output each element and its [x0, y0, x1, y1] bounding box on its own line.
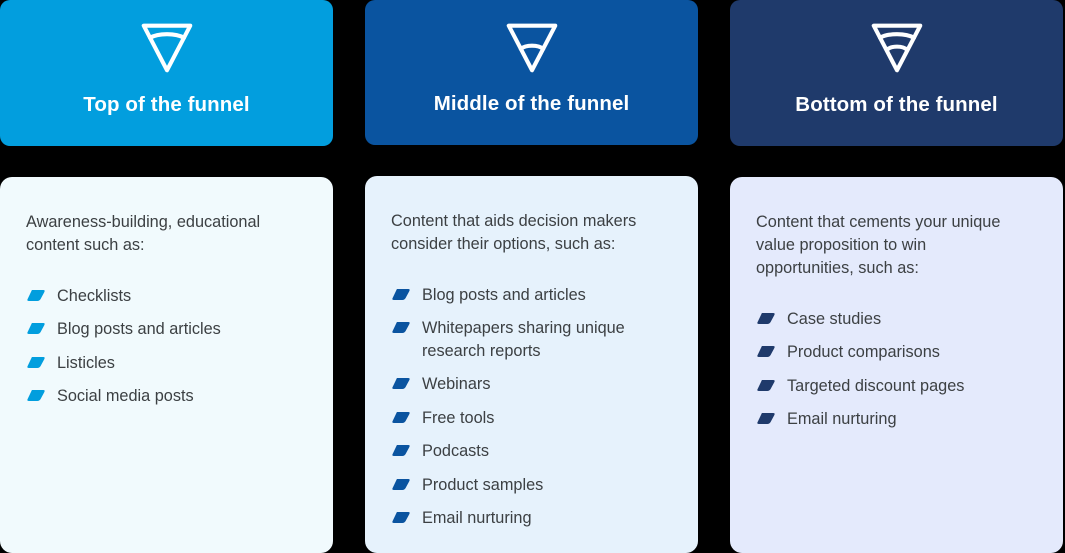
funnel-column-top: Top of the funnel Awareness-building, ed… — [0, 0, 333, 553]
content-type-list: Checklists Blog posts and articles Listi… — [26, 279, 307, 413]
list-item: Email nurturing — [391, 502, 672, 535]
column-title: Middle of the funnel — [433, 92, 630, 116]
header-card-middle-of-funnel: Middle of the funnel — [365, 0, 698, 146]
parallelogram-bullet-icon — [392, 512, 410, 524]
column-intro-text: Content that cements your unique value p… — [756, 213, 1001, 278]
header-card-top-of-funnel: Top of the funnel — [0, 0, 333, 146]
list-item-label: Listicles — [57, 353, 115, 372]
list-item: Listicles — [26, 346, 307, 379]
list-item: Free tools — [391, 401, 672, 434]
list-item: Podcasts — [391, 435, 672, 468]
funnel-icon — [501, 16, 563, 78]
list-item: Checklists — [26, 279, 307, 312]
list-item-label: Webinars — [422, 375, 491, 394]
funnel-column-middle: Middle of the funnel Content that aids d… — [365, 0, 698, 553]
list-item: Targeted discount pages — [756, 369, 1037, 402]
list-item: Social media posts — [26, 380, 307, 413]
column-title: Bottom of the funnel — [795, 93, 998, 116]
list-item: Blog posts and articles — [391, 278, 672, 311]
column-title: Top of the funnel — [83, 93, 250, 116]
list-item-label: Targeted discount pages — [787, 376, 965, 395]
list-item: Blog posts and articles — [26, 313, 307, 346]
parallelogram-bullet-icon — [27, 356, 45, 368]
parallelogram-bullet-icon — [757, 413, 775, 425]
list-item: Product samples — [391, 468, 672, 501]
parallelogram-bullet-icon — [392, 288, 410, 300]
funnel-column-bottom: Bottom of the funnel Content that cement… — [730, 0, 1063, 553]
parallelogram-bullet-icon — [392, 411, 410, 423]
parallelogram-bullet-icon — [392, 445, 410, 457]
list-item-label: Case studies — [787, 309, 882, 328]
list-item-label: Whitepapers sharing unique research repo… — [422, 319, 625, 360]
list-item-label: Social media posts — [57, 387, 194, 406]
list-item-label: Email nurturing — [787, 410, 897, 429]
parallelogram-bullet-icon — [27, 323, 45, 335]
parallelogram-bullet-icon — [27, 390, 45, 402]
parallelogram-bullet-icon — [392, 478, 410, 490]
list-item-label: Product comparisons — [787, 343, 940, 362]
list-item: Product comparisons — [756, 336, 1037, 369]
list-item: Email nurturing — [756, 403, 1037, 436]
body-card-top-of-funnel: Awareness-building, educational content … — [0, 177, 333, 553]
list-item: Whitepapers sharing unique research repo… — [391, 312, 672, 368]
list-item-label: Checklists — [57, 286, 132, 305]
parallelogram-bullet-icon — [757, 312, 775, 324]
list-item-label: Blog posts and articles — [57, 320, 221, 339]
column-intro-text: Content that aids decision makers consid… — [391, 212, 637, 254]
parallelogram-bullet-icon — [757, 346, 775, 358]
funnel-icon — [866, 16, 928, 78]
body-card-bottom-of-funnel: Content that cements your unique value p… — [730, 177, 1063, 553]
list-item-label: Free tools — [422, 408, 495, 427]
list-item: Case studies — [756, 302, 1037, 335]
funnel-icon — [136, 16, 198, 78]
list-item: Webinars — [391, 368, 672, 401]
list-item-label: Blog posts and articles — [422, 285, 586, 304]
content-type-list: Blog posts and articles Whitepapers shar… — [391, 278, 672, 535]
parallelogram-bullet-icon — [392, 322, 410, 334]
list-item-label: Email nurturing — [422, 509, 532, 528]
header-card-bottom-of-funnel: Bottom of the funnel — [730, 0, 1063, 146]
list-item-label: Product samples — [422, 475, 544, 494]
list-item-label: Podcasts — [422, 442, 489, 461]
parallelogram-bullet-icon — [27, 289, 45, 301]
parallelogram-bullet-icon — [392, 378, 410, 390]
parallelogram-bullet-icon — [757, 379, 775, 391]
content-type-list: Case studies Product comparisons Targete… — [756, 302, 1037, 436]
body-card-middle-of-funnel: Content that aids decision makers consid… — [365, 176, 698, 553]
column-intro-text: Awareness-building, educational content … — [26, 213, 261, 255]
